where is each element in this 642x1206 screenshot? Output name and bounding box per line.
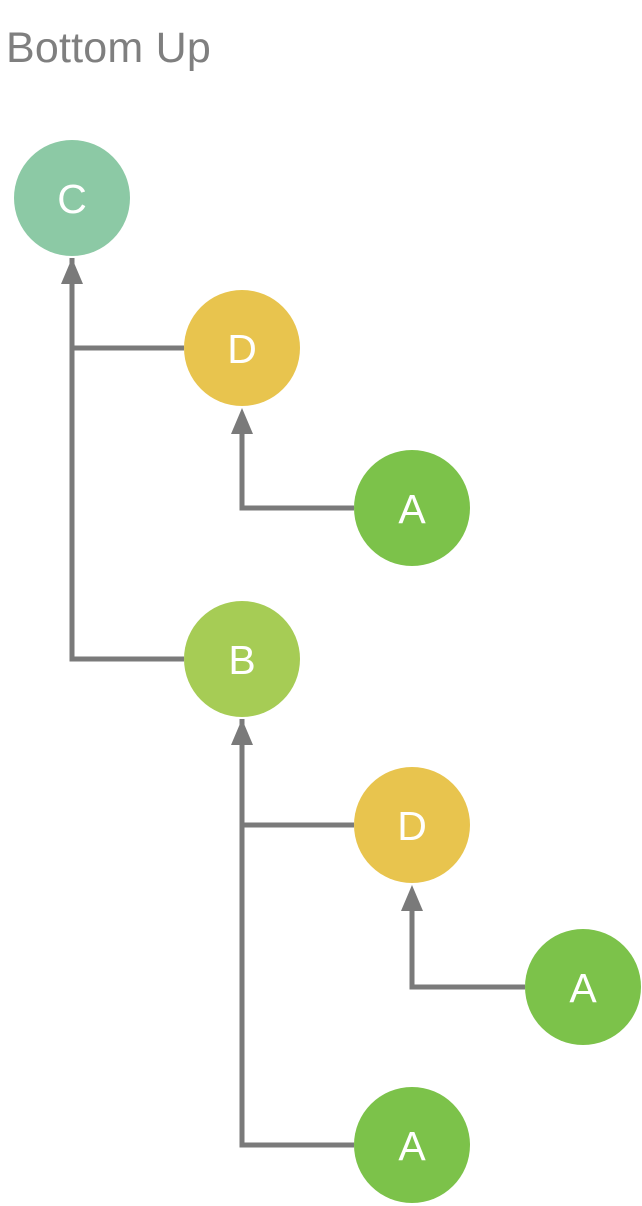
node-circle[interactable] — [184, 601, 300, 717]
node-a-bottom[interactable]: A — [354, 1087, 470, 1203]
edge-path — [69, 284, 184, 351]
node-label: D — [227, 326, 257, 372]
node-label: A — [398, 486, 426, 532]
nodes-layer: C D A B D A A — [14, 140, 641, 1203]
node-circle[interactable] — [14, 140, 130, 256]
node-circle[interactable] — [354, 450, 470, 566]
node-d-upper[interactable]: D — [184, 290, 300, 406]
edge-b-mid-to-c-root — [69, 258, 184, 662]
arrow-head-icon — [231, 408, 253, 434]
edge-d-lower-to-b-mid — [231, 719, 354, 828]
node-circle[interactable] — [525, 929, 641, 1045]
edge-a-bottom-to-b-mid — [239, 719, 354, 1148]
node-b-mid[interactable]: B — [184, 601, 300, 717]
node-label: D — [397, 803, 427, 849]
node-circle[interactable] — [354, 1087, 470, 1203]
edge-path — [409, 911, 525, 990]
node-a-lower-right[interactable]: A — [525, 929, 641, 1045]
node-label: A — [569, 965, 597, 1011]
node-label: B — [228, 637, 255, 683]
arrow-head-icon — [401, 885, 423, 911]
edge-path — [239, 719, 354, 1148]
page-title: Bottom Up — [6, 24, 211, 72]
node-circle[interactable] — [184, 290, 300, 406]
node-label: A — [398, 1123, 426, 1169]
edge-path — [239, 745, 354, 828]
edge-path — [69, 258, 184, 662]
edge-d-upper-to-c-root — [61, 258, 184, 351]
edge-a-lower-right-to-d-lower — [401, 885, 525, 990]
node-label: C — [57, 176, 87, 222]
edges-layer — [61, 258, 525, 1148]
node-c-root[interactable]: C — [14, 140, 130, 256]
node-a-upper-right[interactable]: A — [354, 450, 470, 566]
node-d-lower[interactable]: D — [354, 767, 470, 883]
node-circle[interactable] — [354, 767, 470, 883]
edge-path — [239, 434, 354, 511]
edge-a-upper-right-to-d-upper — [231, 408, 354, 511]
